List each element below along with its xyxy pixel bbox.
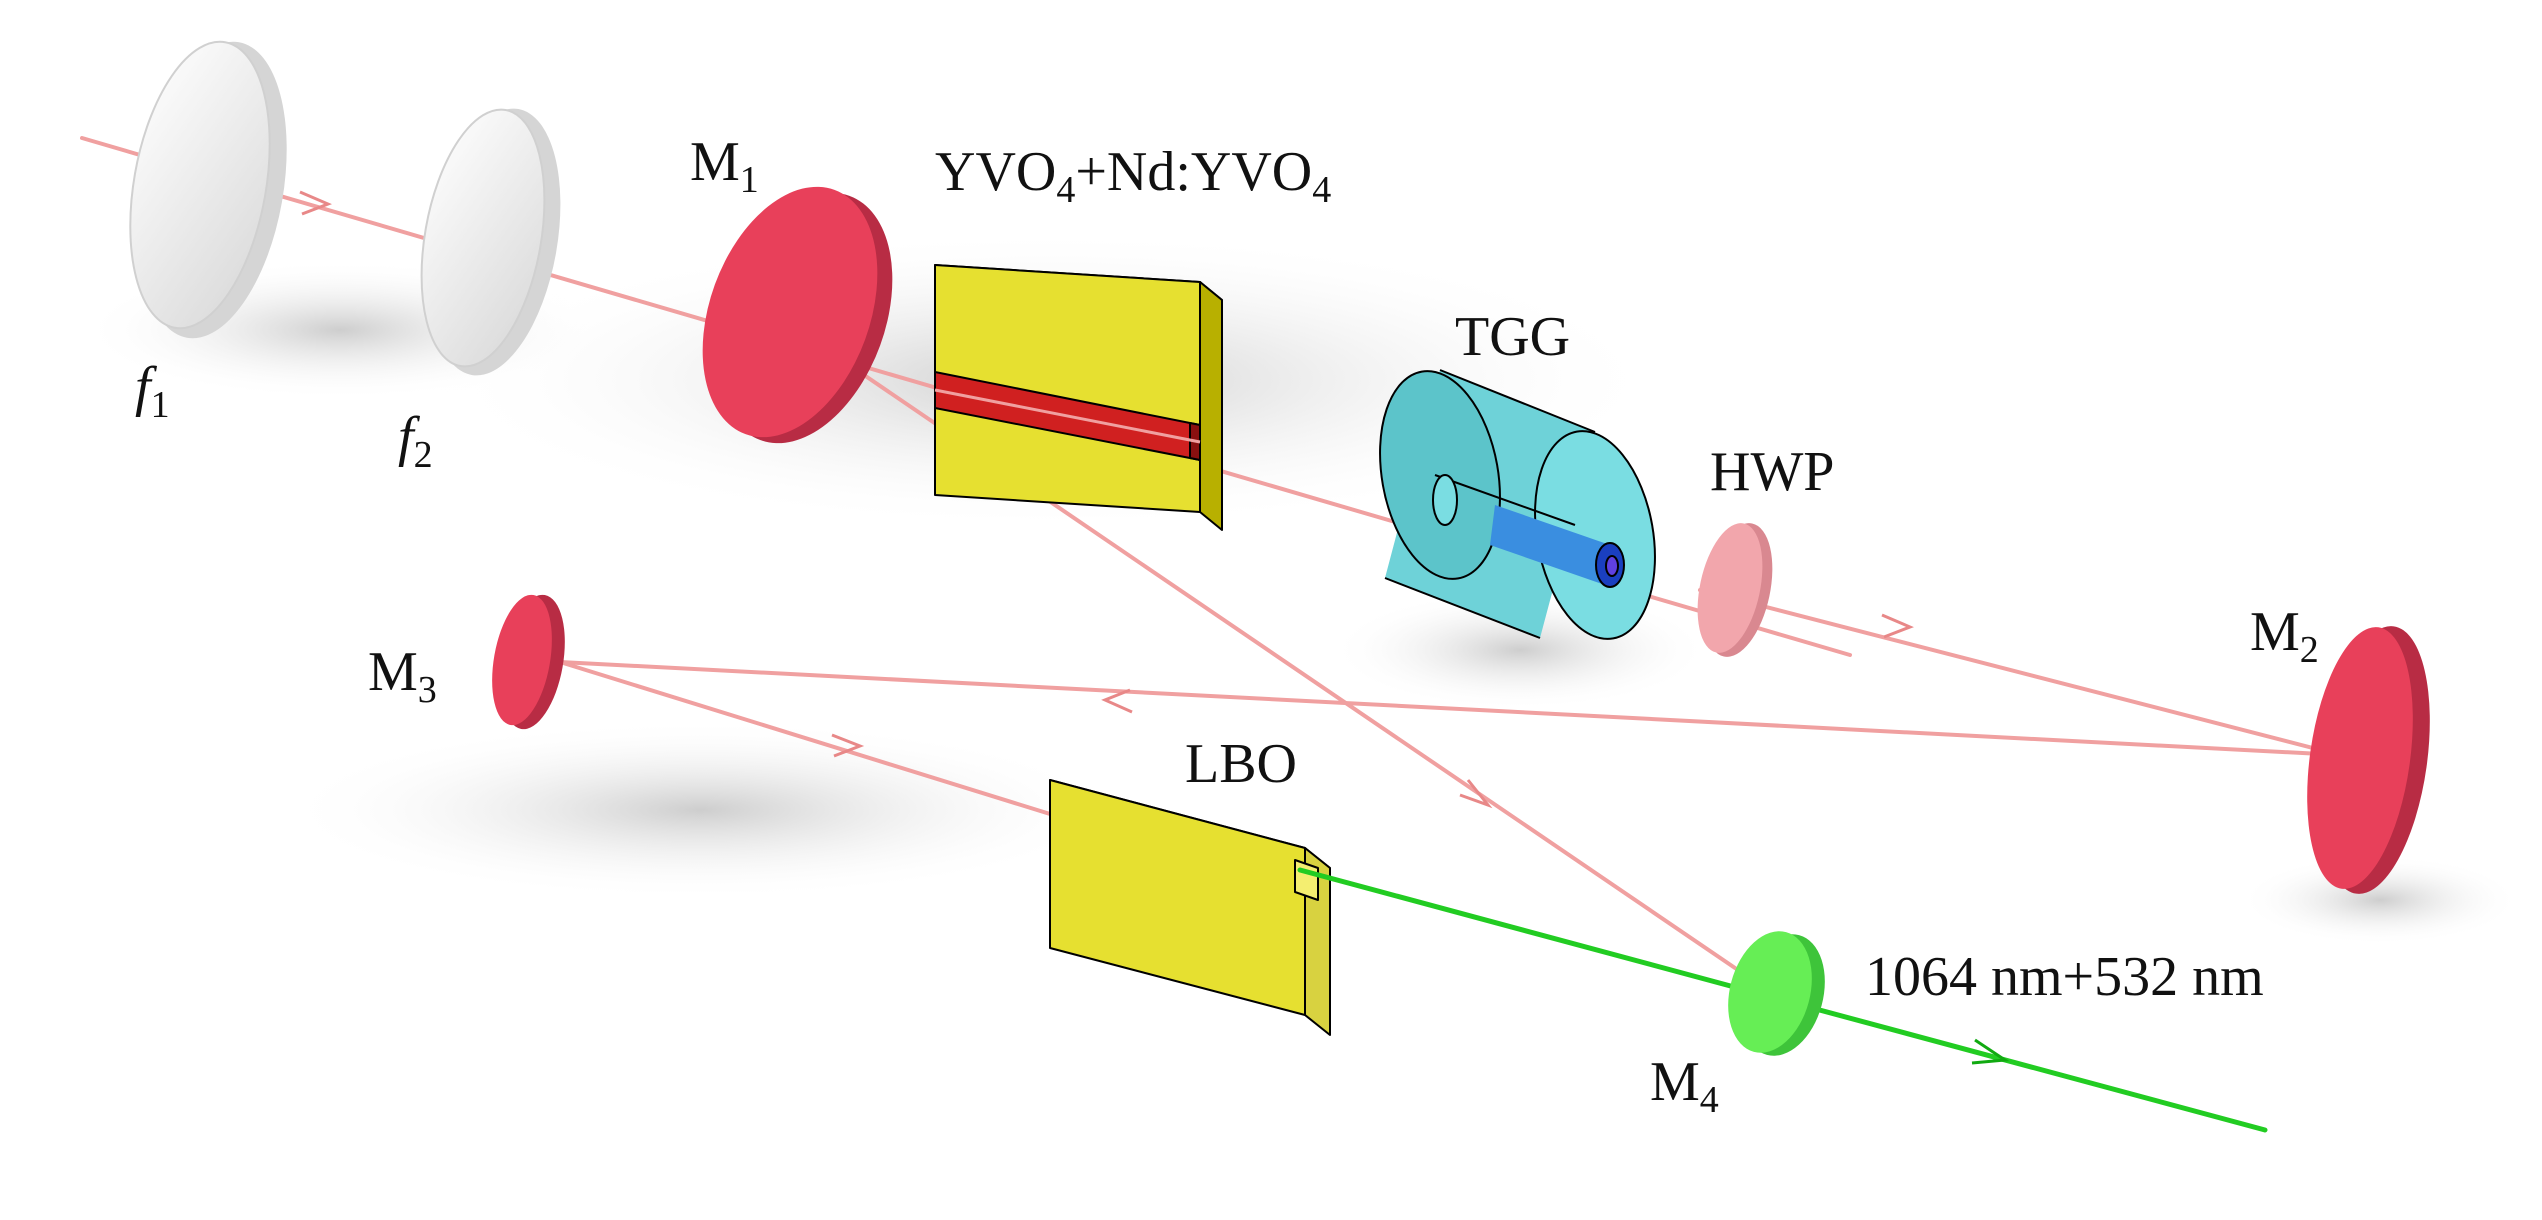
- label-m1: M1: [690, 131, 759, 201]
- mirror-m3: [492, 594, 565, 730]
- label-output: 1064 nm+532 nm: [1865, 946, 2264, 1008]
- arrow-icon: [1459, 779, 1493, 809]
- beam-m2-to-m3: [558, 660, 2342, 757]
- half-wave-plate: [1697, 523, 1773, 657]
- lbo-crystal: [1049, 779, 1331, 1036]
- label-hwp: HWP: [1710, 441, 1834, 503]
- beam-hwp-to-m2: [1698, 588, 2342, 757]
- arrow-icon: [831, 733, 865, 758]
- label-tgg: TGG: [1455, 306, 1570, 368]
- arrow-icon: [299, 190, 332, 216]
- mirror-m1: [702, 186, 893, 444]
- mirror-m4: [1728, 931, 1825, 1056]
- tgg-rotator: [1379, 369, 1656, 640]
- beam-arrows: [299, 190, 1914, 809]
- arrow-icon: [1881, 613, 1914, 639]
- lens-f1: [129, 40, 287, 339]
- label-f2: f2: [398, 406, 433, 476]
- label-m3: M3: [368, 641, 437, 711]
- mirror-m2: [2307, 626, 2430, 894]
- lens-f2: [420, 108, 561, 376]
- label-m4: M4: [1650, 1051, 1719, 1121]
- label-m2: M2: [2250, 601, 2319, 671]
- label-lbo: LBO: [1185, 733, 1297, 795]
- arrow-icon: [1971, 1038, 2010, 1065]
- gain-crystal: [934, 264, 1223, 531]
- label-gain-crystal: YVO4+Nd:YVO4: [935, 141, 1331, 211]
- beam-in-crystal: [934, 388, 1201, 444]
- arrow-icon: [1101, 688, 1133, 714]
